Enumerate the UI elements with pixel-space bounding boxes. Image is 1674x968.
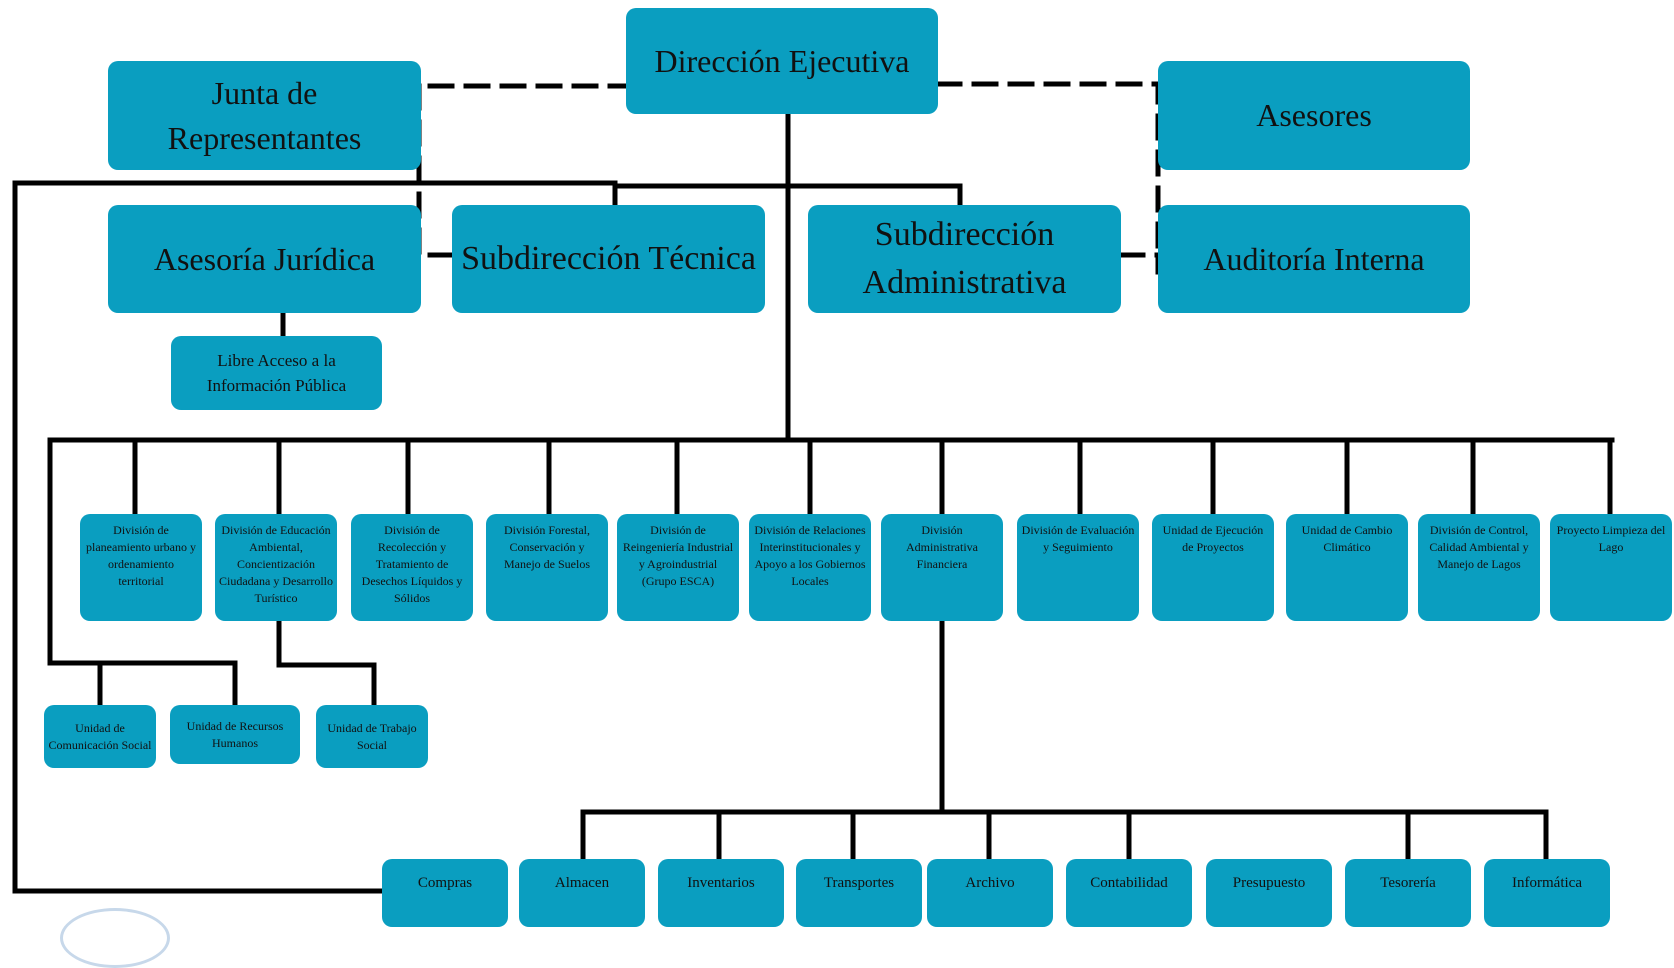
node-division-relaciones: División de Relaciones Interinstituciona… (749, 514, 871, 621)
logo-emblem (60, 908, 170, 968)
line-left-loop (12, 180, 385, 894)
node-auditoria-interna: Auditoría Interna (1158, 205, 1470, 313)
node-division-educacion: División de Educación Ambiental, Concien… (215, 514, 337, 621)
dashed-junta-asesoria (416, 83, 455, 258)
node-tesoreria: Tesorería (1345, 859, 1471, 927)
node-almacen: Almacen (519, 859, 645, 927)
node-division-administrativa-financiera: División Administrativa Financiera (881, 514, 1003, 621)
node-compras: Compras (382, 859, 508, 927)
node-division-evaluacion: División de Evaluación y Seguimiento (1017, 514, 1139, 621)
node-division-recoleccion: División de Recolección y Tratamiento de… (351, 514, 473, 621)
node-division-reingenieria: División de Reingeniería Industrial y Ag… (617, 514, 739, 621)
node-proyecto-limpieza: Proyecto Limpieza del Lago (1550, 514, 1672, 621)
org-chart-connectors (12, 81, 1615, 894)
node-asesoria-juridica: Asesoría Jurídica (108, 205, 421, 313)
node-asesores: Asesores (1158, 61, 1470, 170)
node-transportes: Transportes (796, 859, 922, 927)
node-division-planeamiento: División de planeamiento urbano y ordena… (80, 514, 202, 621)
node-unidad-ejecucion: Unidad de Ejecución de Proyectos (1152, 514, 1274, 621)
node-presupuesto: Presupuesto (1206, 859, 1332, 927)
node-archivo: Archivo (927, 859, 1053, 927)
node-unidad-comunicacion: Unidad de Comunicación Social (44, 705, 156, 768)
node-junta-representantes: Junta de Representantes (108, 61, 421, 170)
node-unidad-cambio-climatico: Unidad de Cambio Climático (1286, 514, 1408, 621)
node-division-forestal: División Forestal, Conservación y Manejo… (486, 514, 608, 621)
node-libre-acceso: Libre Acceso a la Información Pública (171, 336, 382, 410)
node-direccion-ejecutiva: Dirección Ejecutiva (626, 8, 938, 114)
node-contabilidad: Contabilidad (1066, 859, 1192, 927)
node-subdireccion-administrativa: Subdirección Administrativa (808, 205, 1121, 313)
node-unidad-recursos-humanos: Unidad de Recursos Humanos (170, 705, 300, 764)
line-edu-trabajo (276, 617, 377, 708)
node-division-control: División de Control, Calidad Ambiental y… (1418, 514, 1540, 621)
node-inventarios: Inventarios (658, 859, 784, 927)
solid-links (12, 109, 1615, 894)
node-unidad-trabajo-social: Unidad de Trabajo Social (316, 705, 428, 768)
node-informatica: Informática (1484, 859, 1610, 927)
node-subdireccion-tecnica: Subdirección Técnica (452, 205, 765, 313)
